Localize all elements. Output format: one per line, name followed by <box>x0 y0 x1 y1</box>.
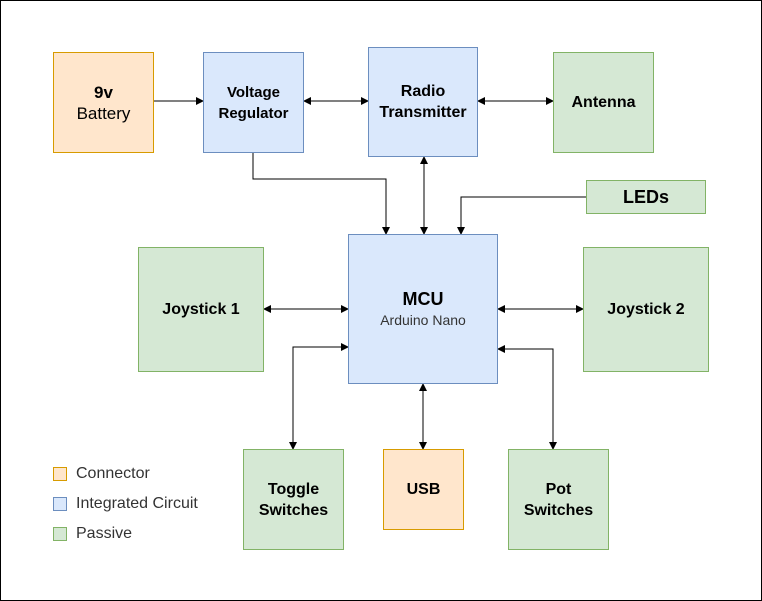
legend-item-integrated-circuit: Integrated Circuit <box>53 495 198 513</box>
voltage-regulator-node: Voltage Regulator <box>203 52 304 153</box>
radio-label-line2: Transmitter <box>379 104 467 121</box>
joystick2-label: Joystick 2 <box>607 301 685 318</box>
toggle-label-line2: Switches <box>258 501 329 519</box>
wire-regulator-mcu <box>252 152 390 235</box>
regulator-label-line2: Regulator <box>218 104 289 122</box>
regulator-label-line1: Voltage <box>226 83 281 101</box>
battery-node: 9v Battery <box>53 52 154 153</box>
wire-mcu-pot <box>497 345 557 450</box>
toggle-switches-node: Toggle Switches <box>243 449 344 550</box>
battery-label-line2: Battery <box>76 103 131 123</box>
toggle-label-line1: Toggle <box>267 480 320 498</box>
joystick-2-node: Joystick 2 <box>583 247 709 372</box>
legend-label-connector: Connector <box>76 465 150 482</box>
radio-transmitter-node: Radio Transmitter <box>368 47 478 157</box>
legend-item-connector: Connector <box>53 465 150 483</box>
leds-label: LEDs <box>622 186 669 207</box>
legend-swatch-connector <box>53 467 67 481</box>
legend-label-integrated-circuit: Integrated Circuit <box>76 495 198 512</box>
legend-label-passive: Passive <box>76 525 133 542</box>
wire-leds-mcu <box>457 196 586 235</box>
mcu-title: MCU <box>402 289 444 309</box>
wire-mcu-toggle <box>289 343 349 450</box>
mcu-subtitle: Arduino Nano <box>380 312 466 328</box>
pot-label-line2: Switches <box>523 501 594 519</box>
antenna-label: Antenna <box>571 94 636 111</box>
pot-label-line1: Pot <box>545 480 572 498</box>
legend-swatch-passive <box>53 527 67 541</box>
mcu-node: MCU Arduino Nano <box>348 234 498 384</box>
joystick-1-node: Joystick 1 <box>138 247 264 372</box>
battery-label-line1: 9v <box>94 82 113 102</box>
antenna-node: Antenna <box>553 52 654 153</box>
legend-swatch-integrated-circuit <box>53 497 67 511</box>
usb-label: USB <box>406 481 441 498</box>
radio-label-line1: Radio <box>400 83 446 100</box>
legend-item-passive: Passive <box>53 525 132 543</box>
pot-switches-node: Pot Switches <box>508 449 609 550</box>
leds-node: LEDs <box>586 180 706 214</box>
joystick1-label: Joystick 1 <box>162 301 240 318</box>
usb-node: USB <box>383 449 464 530</box>
